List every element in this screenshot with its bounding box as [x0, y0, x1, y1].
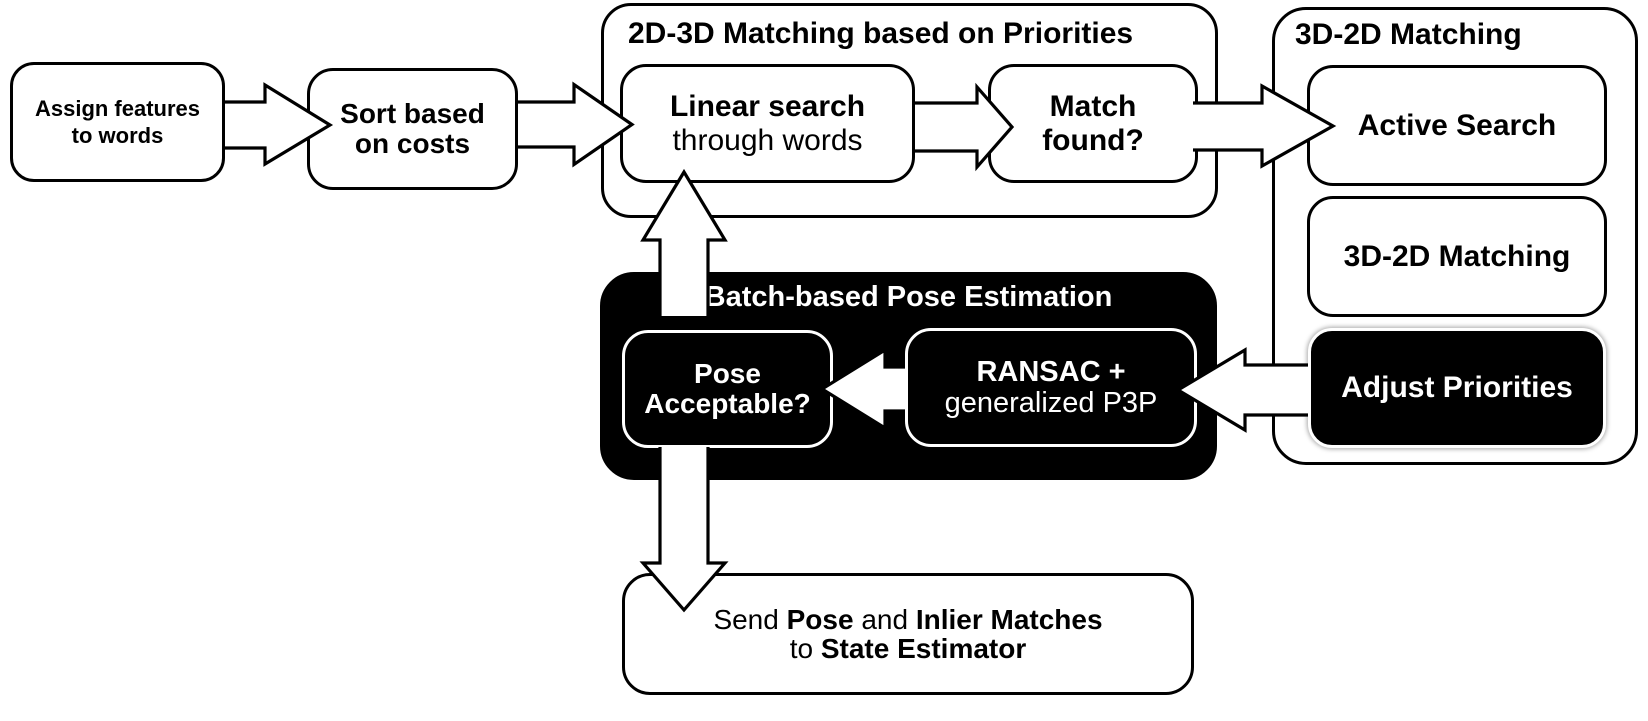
node-assign-features: Assign features to words	[10, 62, 225, 182]
node-ransac-generalized-p3p: RANSAC + generalized P3P	[905, 328, 1197, 447]
node-adjust-priorities: Adjust Priorities	[1308, 328, 1606, 448]
node-match-found: Match found?	[988, 64, 1198, 183]
node-3d2d-matching-label: 3D-2D Matching	[1343, 239, 1571, 273]
node-assign-features-line1: Assign features	[34, 96, 201, 121]
node-active-search: Active Search	[1307, 65, 1607, 186]
node-active-search-label: Active Search	[1357, 108, 1557, 142]
node-sort-line1: Sort based	[340, 98, 485, 129]
send-seg-pose: Pose	[786, 604, 854, 635]
send-seg-to: to	[789, 633, 821, 664]
node-pose-acceptable: Pose Acceptable?	[622, 330, 833, 448]
node-send-pose-inliers: Send Pose and Inlier Matches to State Es…	[622, 573, 1194, 695]
node-send-pose-line2: to State Estimator	[790, 634, 1027, 663]
node-send-pose-line1: Send Pose and Inlier Matches	[713, 605, 1102, 634]
send-seg-and: and	[853, 604, 916, 635]
group-title-2d3d-matching-priorities: 2D-3D Matching based on Priorities	[628, 17, 1134, 50]
node-match-found-line2: found?	[1042, 123, 1144, 157]
send-seg-inlier-matches: Inlier Matches	[915, 604, 1103, 635]
node-ransac-line1: RANSAC +	[976, 355, 1126, 388]
node-ransac-line2: generalized P3P	[944, 386, 1158, 419]
node-pose-acceptable-line2: Acceptable?	[644, 388, 811, 419]
node-match-found-line1: Match	[1049, 89, 1137, 123]
node-sort-based-on-costs: Sort based on costs	[307, 68, 518, 190]
group-title-batch-pose-estimation: Batch-based Pose Estimation	[704, 281, 1113, 313]
send-seg-state-estimator: State Estimator	[820, 633, 1027, 664]
node-linear-search-line1: Linear search	[669, 89, 866, 123]
node-adjust-priorities-label: Adjust Priorities	[1341, 371, 1573, 404]
send-seg-send: Send	[713, 604, 787, 635]
group-title-3d2d-matching: 3D-2D Matching	[1295, 18, 1522, 51]
node-linear-search: Linear search through words	[620, 64, 915, 183]
node-pose-acceptable-line1: Pose	[694, 358, 761, 389]
node-3d2d-matching: 3D-2D Matching	[1307, 196, 1607, 317]
node-linear-search-line2: through words	[672, 123, 863, 157]
node-assign-features-line2: to words	[71, 123, 164, 148]
node-sort-line2: on costs	[354, 128, 471, 159]
